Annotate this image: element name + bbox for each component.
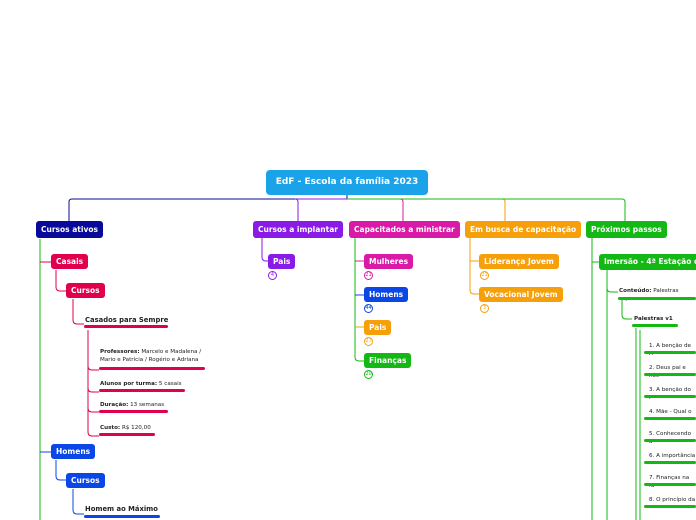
palestra-underline <box>644 395 696 398</box>
course-casados-para-sempre[interactable]: Casados para Sempre <box>85 316 169 324</box>
branch-cursos-ativos[interactable]: Cursos ativos <box>36 221 103 238</box>
palestra-item[interactable]: 1. A benção de A <box>649 343 691 357</box>
palestra-underline <box>644 439 696 442</box>
palestra-underline <box>644 373 696 376</box>
branch-capacitados[interactable]: Capacitados a ministrar <box>349 221 460 238</box>
duracao-value: 13 semanas <box>130 402 165 408</box>
branch-em-busca-capacitacao[interactable]: Em busca de capacitação <box>465 221 582 238</box>
course-underline <box>84 325 168 328</box>
detail-underline <box>99 389 185 392</box>
count-badge: 3 <box>480 304 489 313</box>
node-lideranca-jovem[interactable]: Liderança Jovem <box>479 254 559 269</box>
node-imersao[interactable]: Imersão - 4ª Estação da <box>599 254 696 270</box>
node-homens[interactable]: Homens <box>51 444 96 459</box>
palestra-underline <box>644 351 696 354</box>
alunos-value: 5 casais <box>158 381 182 387</box>
palestra-item[interactable]: 8. O princípio da <box>649 497 696 503</box>
palestra-item[interactable]: 5. Conhecendo a <box>649 431 692 445</box>
palestra-underline <box>644 483 696 486</box>
detail-professores: Professores: Marcelo e Madalena / Mario … <box>100 348 201 364</box>
node-casais[interactable]: Casais <box>51 254 89 269</box>
conteudo-label: Conteúdo: <box>619 288 652 294</box>
alunos-label: Alunos por turma: <box>100 381 158 387</box>
palestras-label: Palestras v1 <box>634 316 673 322</box>
detail-conteudo: Conteúdo: Palestras espec <box>619 287 696 303</box>
course-homem-ao-maximo[interactable]: Homem ao Máximo <box>85 505 158 513</box>
node-capacitados-financas[interactable]: Finanças <box>364 353 412 368</box>
professores-label: Professores: <box>100 349 140 355</box>
professores-value-2: Mario e Patrícia / Rogério e Adriana <box>100 357 199 363</box>
branch-proximos-passos[interactable]: Próximos passos <box>586 221 667 238</box>
count-badge: 20 <box>364 370 373 379</box>
custo-value: R$ 120,00 <box>121 425 151 431</box>
detail-alunos: Alunos por turma: 5 casais <box>100 380 182 388</box>
node-capacitados-homens[interactable]: Homens <box>364 287 409 302</box>
node-capacitados-mulheres[interactable]: Mulheres <box>364 254 414 269</box>
palestra-underline <box>644 417 696 420</box>
detail-underline <box>618 297 696 300</box>
detail-underline <box>99 433 155 436</box>
node-vocacional-jovem[interactable]: Vocacional Jovem <box>479 287 563 302</box>
palestras-v1[interactable]: Palestras v1 <box>634 315 673 323</box>
professores-value: Marcelo e Madalena / <box>141 349 202 355</box>
node-implantar-pais[interactable]: Pais <box>268 254 296 269</box>
detail-underline <box>99 367 205 370</box>
palestra-item[interactable]: 6. A importância <box>649 453 696 459</box>
palestra-underline <box>644 461 696 464</box>
count-badge: 44 <box>364 304 373 313</box>
count-badge: 21 <box>364 271 373 280</box>
palestra-item[interactable]: 2. Deus pai e nós <box>649 365 686 379</box>
palestra-underline <box>644 505 696 508</box>
custo-label: Custo: <box>100 425 121 431</box>
branch-cursos-a-implantar[interactable]: Cursos a implantar <box>253 221 343 238</box>
detail-underline <box>99 410 168 413</box>
course-underline <box>84 515 160 518</box>
detail-duracao: Duração: 13 semanas <box>100 401 164 409</box>
count-badge: 21 <box>480 271 489 280</box>
count-badge: 27 <box>364 337 373 346</box>
palestra-item[interactable]: 7. Finanças na fa <box>649 475 690 489</box>
node-homens-cursos[interactable]: Cursos <box>66 473 105 488</box>
palestra-item[interactable]: 4. Mãe - Qual o <box>649 409 692 415</box>
count-badge: 4 <box>268 271 277 280</box>
root-node[interactable]: EdF - Escola da família 2023 <box>266 170 428 195</box>
detail-underline <box>632 324 678 327</box>
node-casais-cursos[interactable]: Cursos <box>66 283 105 298</box>
duracao-label: Duração: <box>100 402 129 408</box>
detail-custo: Custo: R$ 120,00 <box>100 424 151 432</box>
node-capacitados-pais[interactable]: Pais <box>364 320 392 335</box>
palestra-item[interactable]: 3. A benção do P <box>649 387 691 401</box>
